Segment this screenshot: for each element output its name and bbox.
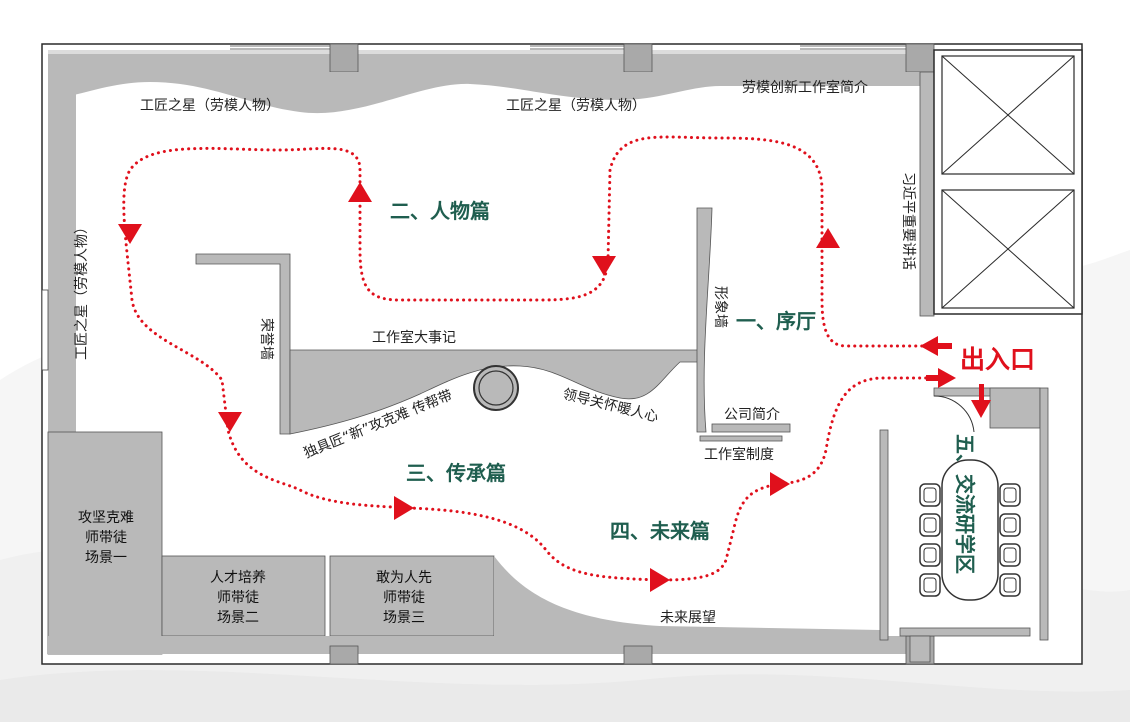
chair-seat <box>1003 487 1017 503</box>
label-company-intro: 公司简介 <box>724 406 780 423</box>
label-honor-wall: 荣誉墙 <box>258 318 274 360</box>
label-scene2-line2: 师带徒 <box>217 590 259 606</box>
entry-arrows <box>920 336 991 418</box>
entry-arrow <box>971 400 991 418</box>
section-lobby: 一、序厅 <box>736 309 816 333</box>
label-scene1-line1: 攻坚克难 <box>78 510 134 526</box>
chair-icon <box>999 513 1021 537</box>
chair-seat <box>1003 577 1017 593</box>
chair-icon <box>919 543 941 567</box>
chair-icon <box>999 573 1021 597</box>
label-star-left: 工匠之星（劳模人物） <box>74 220 90 360</box>
chair-seat <box>923 517 937 533</box>
chair-icon <box>919 573 941 597</box>
round-display <box>473 365 519 411</box>
label-scene1-line3: 场景一 <box>85 550 127 566</box>
section-heritage: 三、传承篇 <box>406 461 506 485</box>
label-scene2-line1: 人才培养 <box>210 570 266 586</box>
route-direction-arrow <box>218 412 242 432</box>
exhibit-wall-left <box>48 72 76 432</box>
route-direction-arrow <box>770 472 790 496</box>
label-scene3-line3: 场景三 <box>383 610 425 626</box>
studio-system-board <box>699 435 783 442</box>
chair-seat <box>1003 517 1017 533</box>
column-icon <box>905 43 935 73</box>
route-direction-arrow <box>118 224 142 244</box>
speech-wall <box>919 71 935 317</box>
route-direction-arrow <box>394 496 414 520</box>
stairwell-icon <box>933 49 1083 315</box>
route-direction-arrow <box>348 182 372 202</box>
label-future: 未来展望 <box>660 610 716 626</box>
entry-arrow <box>920 336 938 356</box>
route-direction-arrow <box>816 228 840 248</box>
route-arrows <box>118 182 840 592</box>
exhibit-island <box>289 349 701 435</box>
label-scene1-line2: 师带徒 <box>85 530 127 546</box>
bottom-wall <box>48 636 928 654</box>
scene-three-block <box>329 555 495 637</box>
column-icon <box>329 645 359 665</box>
scene-one-block <box>47 431 163 655</box>
chair-icon <box>999 483 1021 507</box>
exhibit-wall-top <box>48 72 920 114</box>
chair-seat <box>923 547 937 563</box>
label-xi-speech: 习近平重要讲话 <box>900 172 916 270</box>
chair-seat <box>923 577 937 593</box>
route-direction-arrow <box>592 256 616 276</box>
route-direction-arrow <box>650 568 670 592</box>
entrance-label: 出入口 <box>960 345 1035 374</box>
entry-arrow <box>938 368 956 388</box>
top-wall <box>48 43 935 73</box>
section-exchange: 五、交流研学区 <box>953 434 977 574</box>
label-scene3-line2: 师带徒 <box>383 590 425 606</box>
column-icon <box>329 43 359 73</box>
chair-seat <box>1003 547 1017 563</box>
section-future: 四、未来篇 <box>610 519 710 543</box>
chairs <box>919 483 1021 597</box>
meeting-room <box>879 387 1049 663</box>
company-intro-board <box>711 423 791 433</box>
label-star-top-left: 工匠之星（劳模人物） <box>140 98 280 114</box>
label-scene3-line1: 敢为人先 <box>376 570 432 586</box>
honor-wall <box>195 253 291 435</box>
label-scene2-line3: 场景二 <box>217 610 259 626</box>
label-star-top-right: 工匠之星（劳模人物） <box>506 98 646 114</box>
image-wall <box>696 207 713 433</box>
chair-icon <box>919 513 941 537</box>
future-wall <box>494 556 880 640</box>
label-studio-system: 工作室制度 <box>704 446 774 463</box>
column-icon <box>623 43 653 73</box>
label-image-wall: 形象墙 <box>712 286 728 328</box>
chair-icon <box>999 543 1021 567</box>
label-events: 工作室大事记 <box>372 329 456 346</box>
section-people: 二、人物篇 <box>390 199 490 223</box>
chair-icon <box>919 483 941 507</box>
scene-two-block <box>161 555 326 637</box>
chair-seat <box>923 487 937 503</box>
column-icon <box>623 645 653 665</box>
meeting-table-icon <box>941 459 999 601</box>
label-intro: 劳模创新工作室简介 <box>742 79 868 96</box>
